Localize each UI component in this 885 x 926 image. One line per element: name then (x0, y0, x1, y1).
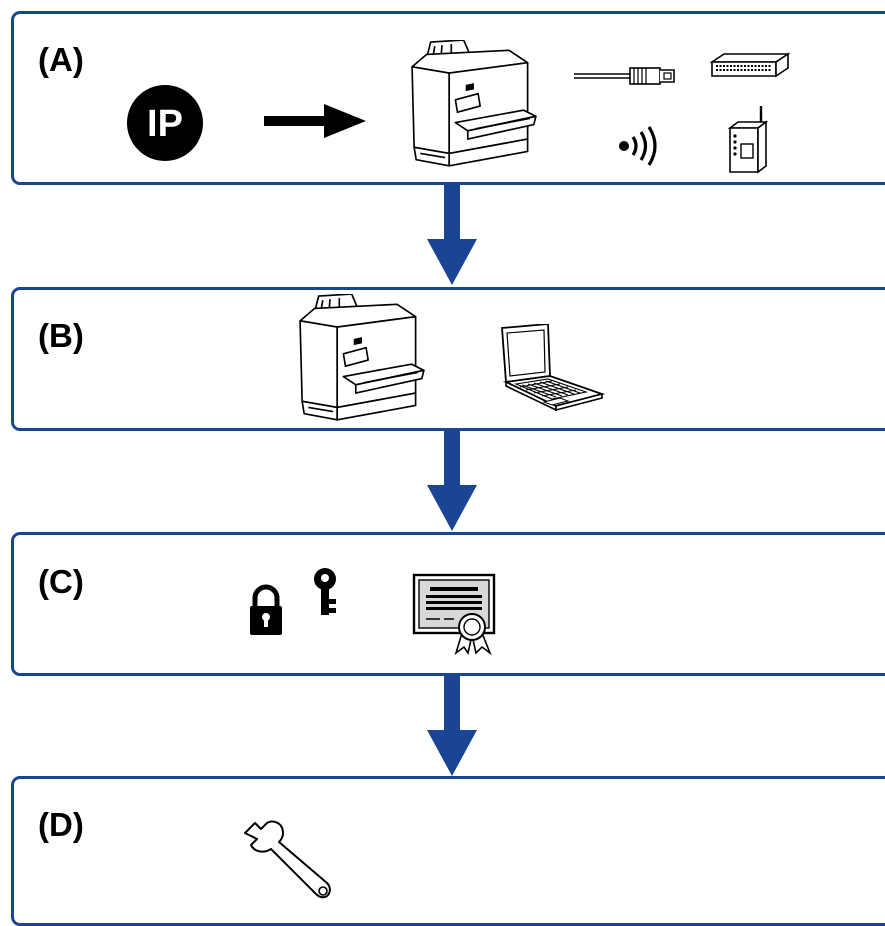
flow-arrow-c-to-d (427, 676, 477, 783)
step-d-panel: (D) (11, 776, 885, 926)
ethernet-cable-icon (574, 62, 682, 95)
wireless-signal-icon (617, 125, 661, 172)
wrench-icon (239, 815, 339, 910)
wireless-router-icon (724, 104, 770, 181)
laptop-icon (498, 323, 606, 419)
printer-icon (298, 293, 428, 429)
ip-badge-text: IP (147, 103, 183, 145)
step-b-panel: (B) (11, 287, 885, 431)
step-c-panel: (C) (11, 532, 885, 676)
padlock-icon (248, 583, 284, 642)
ip-address-icon: IP (126, 84, 204, 167)
network-switch-icon (709, 52, 791, 89)
flow-arrow-b-to-c (427, 431, 477, 538)
key-icon (310, 567, 340, 622)
step-a-panel: (A) IP (11, 11, 885, 185)
step-a-label: (A) (38, 41, 84, 78)
step-c-label: (C) (38, 563, 84, 600)
flow-arrow-a-to-b (427, 185, 477, 292)
right-arrow-icon (264, 104, 366, 143)
certificate-icon (412, 573, 508, 660)
step-d-label: (D) (38, 806, 84, 843)
printer-icon (410, 39, 540, 175)
step-b-label: (B) (38, 317, 84, 354)
